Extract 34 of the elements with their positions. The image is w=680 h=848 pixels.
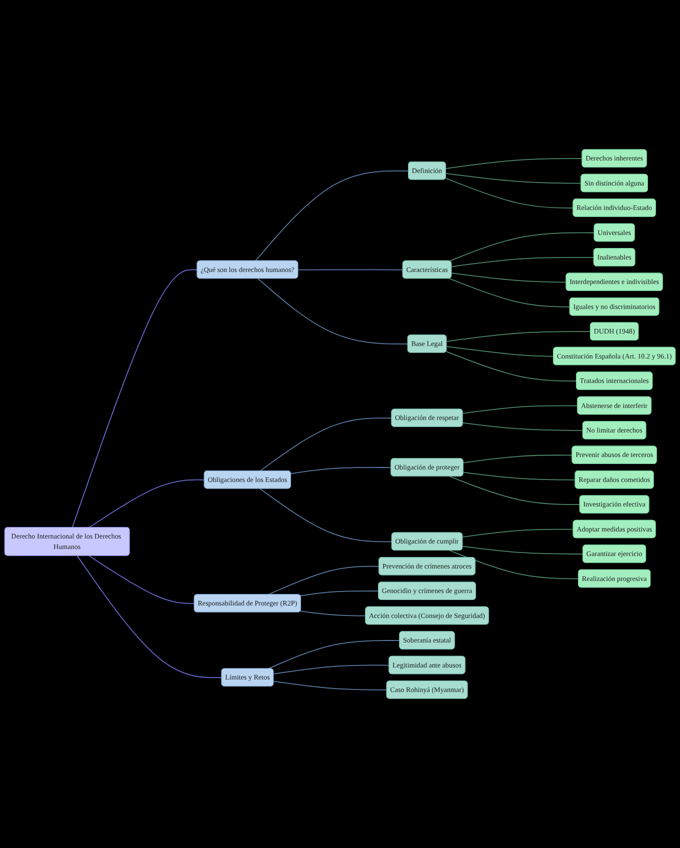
connector [268, 566, 380, 596]
connector [446, 350, 578, 382]
connector [72, 269, 198, 528]
connector [76, 555, 222, 678]
connector [260, 488, 392, 542]
connector [300, 590, 380, 596]
connector [448, 232, 595, 262]
connector [273, 664, 390, 674]
connector [462, 528, 574, 538]
connector [298, 269, 404, 270]
connector [462, 454, 573, 464]
connector [290, 467, 392, 474]
connector [462, 546, 584, 554]
connector [260, 418, 392, 472]
connector [445, 178, 574, 208]
connector [449, 476, 580, 506]
connector [445, 172, 582, 184]
connector [462, 405, 578, 414]
connector [273, 680, 388, 690]
connector [446, 346, 554, 357]
connector [462, 422, 584, 431]
connector [446, 331, 591, 342]
connector [445, 158, 583, 169]
connector [88, 479, 205, 528]
connector [300, 610, 366, 616]
connector [462, 472, 576, 480]
connector [254, 170, 410, 262]
connector [448, 278, 570, 308]
connector [451, 272, 567, 283]
connector [88, 555, 195, 604]
connector [451, 256, 594, 268]
connector [268, 640, 400, 670]
connector [449, 550, 580, 580]
connector [257, 278, 408, 344]
